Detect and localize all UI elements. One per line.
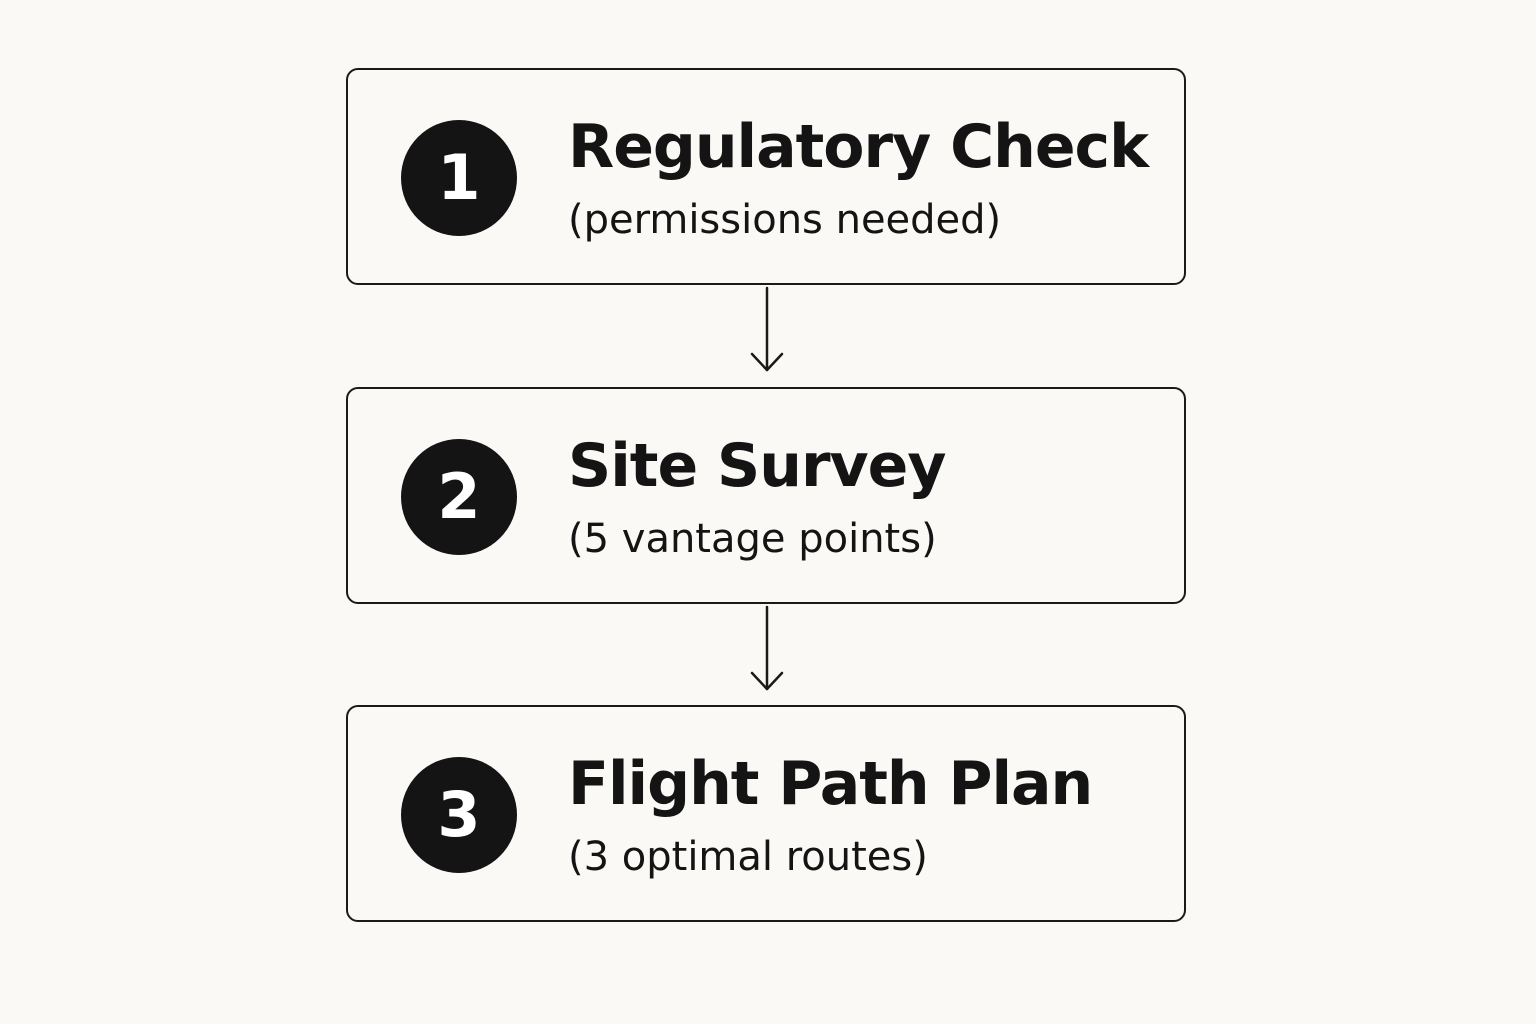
arrow-icon	[750, 286, 784, 372]
step-number-badge: 1	[401, 120, 517, 236]
step-box-regulatory-check: 1 Regulatory Check (permissions needed)	[346, 68, 1186, 285]
step-title: Regulatory Check	[568, 112, 1149, 182]
step-title: Flight Path Plan	[568, 749, 1093, 819]
step-number-badge: 3	[401, 757, 517, 873]
step-box-site-survey: 2 Site Survey (5 vantage points)	[346, 387, 1186, 604]
step-subtitle: (5 vantage points)	[568, 516, 937, 562]
step-number-badge: 2	[401, 439, 517, 555]
step-title: Site Survey	[568, 431, 946, 501]
step-subtitle: (permissions needed)	[568, 197, 1002, 243]
step-subtitle: (3 optimal routes)	[568, 834, 928, 880]
arrow-icon	[750, 605, 784, 691]
step-box-flight-path-plan: 3 Flight Path Plan (3 optimal routes)	[346, 705, 1186, 922]
